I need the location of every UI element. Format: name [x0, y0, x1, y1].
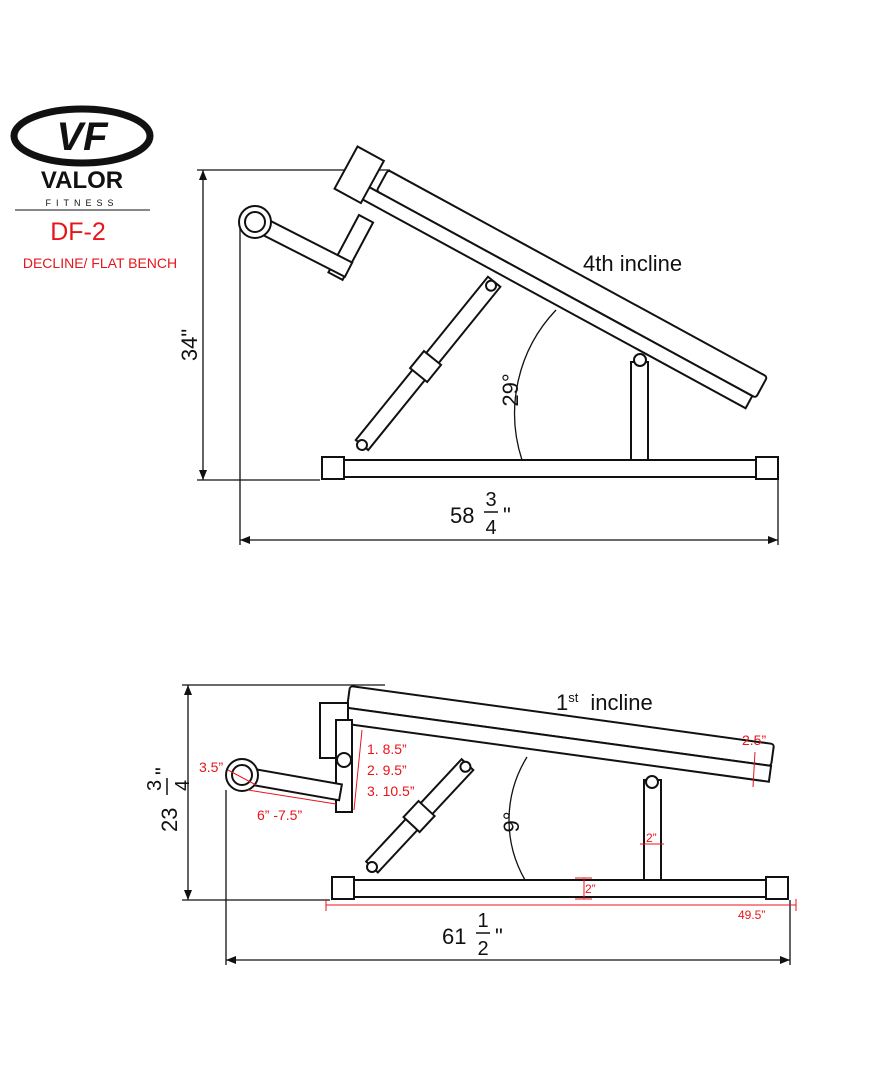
bottom-height-numerator: 3	[144, 780, 166, 791]
logo-mark: VF	[56, 115, 109, 159]
bottom-height-whole: 23	[157, 808, 182, 832]
leg-height-callout-3: 3. 10.5”	[367, 783, 415, 799]
top-view: 34" 58 3 4 "	[177, 145, 779, 545]
angle-label: 29°	[498, 373, 523, 406]
rear-foot	[765, 876, 789, 900]
leg-height-callout-2: 2. 9.5”	[367, 762, 407, 778]
rear-post	[643, 779, 662, 881]
base-frame	[329, 459, 771, 478]
incline-label: 4th incline	[583, 251, 682, 276]
front-foot	[331, 876, 355, 900]
valor-logo: VF VALOR FITNESS	[10, 105, 154, 211]
base-tube-callout: 2”	[585, 882, 596, 896]
bottom-width-numerator: 1	[477, 910, 488, 932]
brand-name: VALOR	[41, 167, 123, 194]
post-width-callout: 2”	[646, 831, 657, 845]
callouts: 3.5” 6” -7.5” 1. 8.5” 2. 9.5” 3. 10.5” 2…	[199, 729, 797, 922]
top-width-unit: "	[503, 503, 511, 528]
leg-hold-pad	[333, 145, 386, 205]
angle-arc	[513, 309, 557, 461]
bottom-width-dimension: 61 1 2 "	[225, 790, 791, 965]
leg-height-callout-1: 1. 8.5”	[367, 741, 407, 757]
top-height-label: 34"	[177, 329, 202, 361]
top-width-numerator: 3	[485, 489, 496, 511]
bottom-height-denominator: 4	[172, 780, 194, 791]
bottom-height-dimension: 23 3 4 "	[144, 684, 385, 901]
rear-post	[630, 361, 649, 461]
model-number: DF-2	[50, 218, 106, 246]
leg-arm-callout: 6” -7.5”	[257, 807, 302, 823]
base-length-callout: 49.5”	[738, 908, 765, 922]
front-foot	[321, 456, 345, 480]
bottom-width-unit: "	[495, 924, 503, 949]
angle-label: 9°	[499, 811, 524, 832]
pad-thickness-callout: 2.5”	[742, 732, 766, 748]
top-width-whole: 58	[450, 503, 474, 528]
brand-sub: FITNESS	[45, 198, 118, 208]
top-width-dimension: 58 3 4 "	[239, 225, 779, 545]
rear-foot	[755, 456, 779, 480]
base-frame	[339, 879, 781, 898]
logo-ring	[10, 105, 154, 167]
bottom-view: 23 3 4 " 61 1 2 "	[144, 684, 797, 965]
roller-diameter-callout: 3.5”	[199, 759, 223, 775]
angle-arc	[508, 756, 528, 881]
bottom-width-whole: 61	[442, 924, 466, 949]
bottom-width-denominator: 2	[477, 938, 488, 960]
bottom-height-unit: "	[151, 767, 176, 775]
top-width-denominator: 4	[485, 517, 496, 539]
product-description: DECLINE/ FLAT BENCH	[23, 255, 177, 271]
